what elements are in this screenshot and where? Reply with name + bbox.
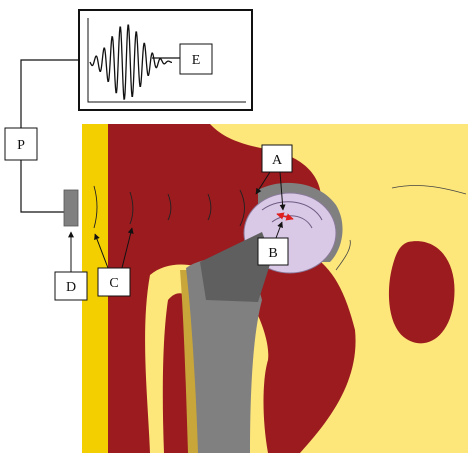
label-c: C bbox=[109, 276, 118, 291]
waveform-display bbox=[78, 9, 253, 111]
transducer-label-box: D bbox=[54, 231, 88, 301]
waveform-signal bbox=[89, 24, 172, 100]
anatomy-panel bbox=[82, 124, 468, 453]
head-label-box: B bbox=[257, 221, 289, 266]
interface-label-box: A bbox=[255, 144, 293, 211]
micromotion-arrow bbox=[276, 212, 294, 221]
signal-label-box: E bbox=[179, 43, 213, 75]
signal-wires bbox=[20, 57, 180, 213]
bone-outline bbox=[391, 185, 467, 195]
wave-label-box: C bbox=[94, 227, 134, 297]
femoral-neck bbox=[200, 232, 272, 302]
pelvis-bone bbox=[210, 124, 468, 453]
femoral-head-inner bbox=[271, 215, 313, 229]
femoral-head-liner bbox=[261, 201, 323, 221]
waveform-axis bbox=[87, 18, 246, 103]
label-p: P bbox=[17, 138, 25, 153]
wave-arcs bbox=[93, 185, 245, 229]
label-d: D bbox=[66, 280, 76, 295]
transducer-block bbox=[63, 189, 79, 227]
femoral-stem bbox=[186, 258, 262, 453]
label-e: E bbox=[192, 53, 201, 68]
obturator-foramen bbox=[388, 241, 455, 344]
label-b: B bbox=[268, 246, 277, 261]
processor-box: P bbox=[4, 127, 38, 161]
femur-canal bbox=[162, 293, 190, 453]
label-a: A bbox=[272, 153, 283, 168]
pelvis-outline bbox=[335, 239, 351, 271]
